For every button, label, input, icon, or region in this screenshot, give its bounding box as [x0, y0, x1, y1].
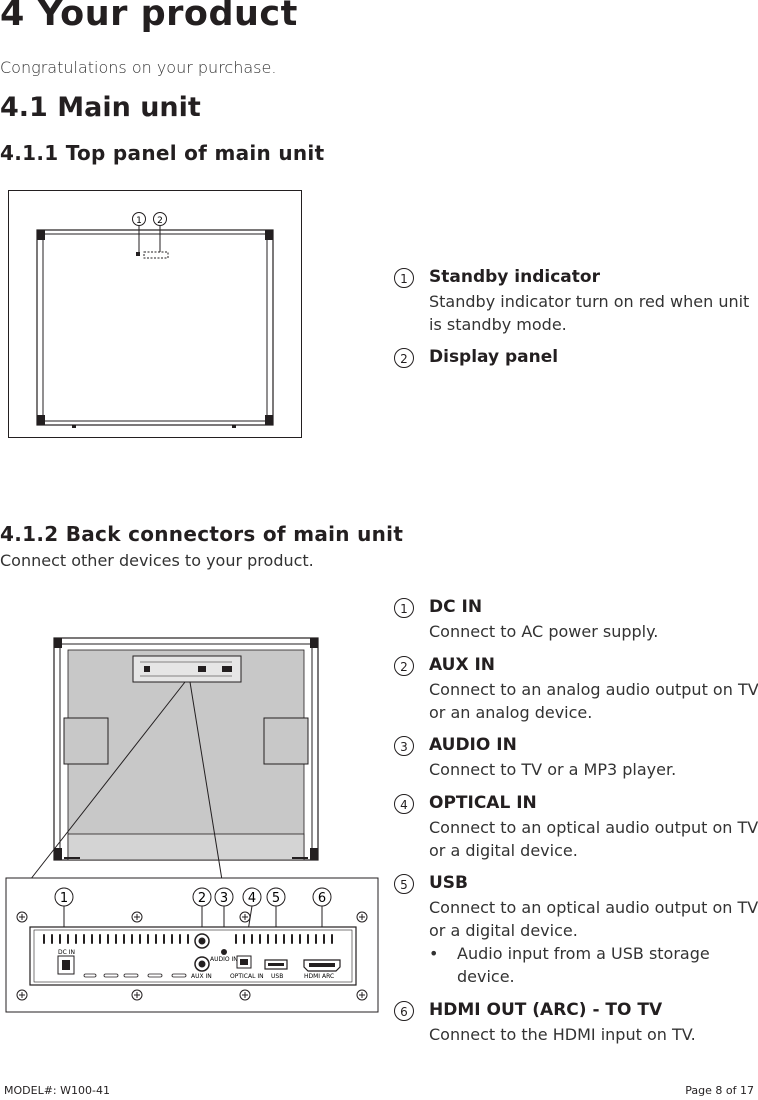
- svg-text:1: 1: [60, 891, 68, 906]
- footer-model: MODEL#: W100-41: [4, 1084, 110, 1097]
- item-title: HDMI OUT (ARC) - TO TV: [429, 1000, 663, 1020]
- svg-text:5: 5: [272, 891, 280, 906]
- vent-slot: [83, 973, 97, 978]
- svg-text:6: 6: [318, 891, 326, 906]
- item-number: 2: [394, 656, 414, 676]
- svg-text:2: 2: [198, 891, 206, 906]
- vent-slot: [103, 973, 119, 978]
- footer-page-number: Page 8 of 17: [685, 1084, 754, 1097]
- item-title: DC IN: [429, 597, 483, 617]
- item-title: AUX IN: [429, 655, 496, 675]
- item-description: Connect to the HDMI input on TV.: [429, 1025, 696, 1044]
- top-panel-heading: 4.1.1 Top panel of main unit: [0, 141, 325, 165]
- page-heading: 4 Your product: [0, 0, 298, 34]
- back-panel-heading: 4.1.2 Back connectors of main unit: [0, 522, 404, 546]
- item-number: 3: [394, 736, 414, 756]
- vent-slot: [147, 973, 163, 978]
- top-panel-diagram: 1 2: [8, 190, 302, 438]
- diagram-label-hdmi-arc: HDMI ARC: [304, 973, 334, 980]
- item-title: OPTICAL IN: [429, 793, 537, 813]
- svg-text:4: 4: [248, 891, 256, 906]
- bullet-dot: •: [429, 944, 439, 963]
- item-number: 4: [394, 794, 414, 814]
- back-callout-2: 2: [192, 887, 212, 933]
- item-description: Standby indicator turn on red when unit …: [429, 292, 750, 334]
- item-number: 1: [394, 598, 414, 618]
- diagram-label-dc-in: DC IN: [58, 949, 75, 956]
- back-panel-diagram: 1 2 3 4 5 6: [5, 637, 379, 1013]
- display-panel-mark: [143, 251, 169, 259]
- item-number: 5: [394, 874, 414, 894]
- standby-indicator-mark: [136, 252, 140, 256]
- item-title: USB: [429, 873, 469, 893]
- svg-text:2: 2: [157, 216, 163, 226]
- item-description: Connect to TV or a MP3 player.: [429, 760, 677, 779]
- back-callout-6: 6: [312, 887, 332, 958]
- diagram-label-optical-in: OPTICAL IN: [230, 973, 264, 980]
- top-callout-1: 1: [132, 212, 146, 252]
- svg-text:1: 1: [136, 216, 142, 226]
- svg-text:3: 3: [220, 891, 228, 906]
- item-description: Connect to an optical audio output on TV…: [429, 818, 758, 860]
- diagram-label-aux-in: AUX IN: [191, 973, 212, 980]
- vent-slot: [123, 973, 139, 978]
- item-title: Standby indicator: [429, 267, 600, 287]
- item-description: Connect to an optical audio output on TV…: [429, 898, 758, 940]
- intro-text: Congratulations on your purchase.: [0, 58, 277, 77]
- item-description: Connect to AC power supply.: [429, 622, 659, 641]
- item-number: 2: [394, 348, 414, 368]
- section-main-unit-heading: 4.1 Main unit: [0, 92, 201, 123]
- item-title: Display panel: [429, 347, 559, 367]
- vent-slot: [171, 973, 187, 978]
- item-title: AUDIO IN: [429, 735, 517, 755]
- bullet-text: Audio input from a USB storage device.: [457, 944, 710, 986]
- top-callout-2: 2: [153, 212, 167, 252]
- diagram-label-usb: USB: [271, 973, 283, 980]
- item-description: Connect to an analog audio output on TV …: [429, 680, 758, 722]
- diagram-label-audio-in: AUDIO IN: [210, 956, 238, 963]
- item-number: 1: [394, 268, 414, 288]
- back-panel-subtitle: Connect other devices to your product.: [0, 551, 314, 570]
- item-number: 6: [394, 1001, 414, 1021]
